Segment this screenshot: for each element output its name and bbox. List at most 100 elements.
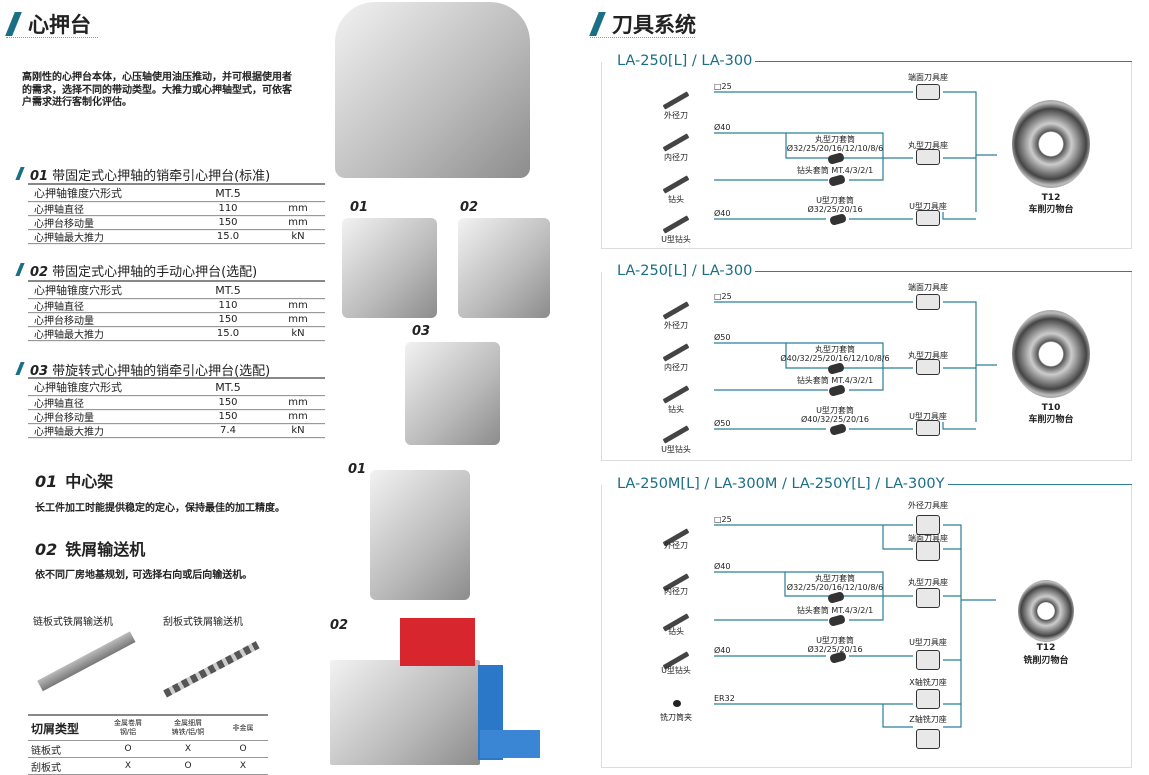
spec-value: 150: [218, 411, 238, 422]
spec-value: 150: [218, 314, 238, 325]
table-header: 非金属: [232, 724, 254, 732]
round-sleeve-label: 丸型刀套筒: [815, 574, 855, 583]
spec-unit: mm: [288, 397, 308, 408]
size-label: Ø40: [714, 646, 731, 655]
section-num: 03: [30, 364, 49, 379]
conveyor-red-part: [400, 618, 475, 666]
connector-line: [714, 342, 913, 369]
title-underline: [6, 37, 98, 38]
table-cell: O: [239, 744, 247, 754]
connector-line: [786, 342, 884, 391]
table-header: 金属细屑 铸铁/铝/铜: [171, 719, 205, 736]
tooling-title: 刀具系统: [612, 13, 696, 37]
tailstock-02-photo: [458, 218, 550, 318]
spec-value: 110: [218, 300, 238, 311]
u-drill-label: U型钻头: [661, 666, 691, 675]
panel-model-title: LA-250M[L] / LA-300M / LA-250Y[L] / LA-3…: [614, 476, 948, 492]
u-sleeve-label: U型刀套筒: [816, 406, 854, 415]
boring-bar-label: 内径刀: [664, 363, 688, 372]
tool-holder-icon: [916, 149, 940, 165]
spec-label: 心押轴直径: [34, 205, 84, 216]
spec-label: 心押轴直径: [34, 399, 84, 410]
round-sleeve-sizes: Ø32/25/20/16/12/10/8/6: [786, 144, 884, 153]
milling-collet-label: 铣刀筒夹: [660, 713, 692, 722]
holder-label: U型刀具座: [909, 638, 947, 647]
title-accent: [589, 12, 606, 36]
turret-type: 车削刃物台: [1028, 205, 1074, 215]
holder-label: 丸型刀具座: [908, 141, 948, 150]
u-drill-label: U型钻头: [661, 235, 691, 244]
holder-label: 丸型刀具座: [908, 351, 948, 360]
spec-label: 心押轴锥度穴形式: [34, 381, 122, 394]
table-row: 刮板式 X O X: [28, 758, 268, 775]
round-sleeve-sizes: Ø40/32/25/20/16/12/10/8/6: [780, 354, 890, 363]
size-label: Ø40: [714, 123, 731, 132]
conveyor-blue-base: [480, 730, 540, 758]
size-label: Ø40: [714, 562, 731, 571]
section-title: 带固定式心押轴的手动心押台(选配): [52, 265, 258, 280]
tool-holder-icon: [916, 588, 940, 608]
title-underline: [590, 37, 695, 38]
table-header: 金属卷屑 钢/铝: [114, 719, 142, 736]
spec-unit: mm: [288, 411, 308, 422]
size-label: ER32: [714, 694, 735, 703]
photo-label: 02: [460, 200, 479, 215]
spec-label: 心押轴最大推力: [34, 330, 104, 341]
spec-value: 7.4: [220, 425, 236, 436]
turning-tool-label: 外径刀: [664, 321, 688, 330]
turning-tool-label: 外径刀: [664, 541, 688, 550]
tool-holder-icon: [916, 359, 940, 375]
turning-tool-label: 外径刀: [664, 111, 688, 120]
panel-title-rule: [754, 61, 1132, 62]
u-sleeve-label: U型刀套筒: [816, 196, 854, 205]
spec-unit: kN: [291, 328, 305, 339]
tooling-panel-3: LA-250M[L] / LA-300M / LA-250Y[L] / LA-3…: [601, 476, 1132, 768]
photo-label: 03: [412, 324, 431, 339]
photo-label: 01: [348, 462, 367, 477]
tool-holder-icon: [916, 210, 940, 226]
table-cell: X: [239, 761, 247, 771]
section-title: 铁屑输送机: [65, 540, 146, 559]
drill-sleeve-label: 钻头套筒 MT.4/3/2/1: [796, 166, 874, 175]
spec-label: 心押台移动量: [34, 219, 94, 230]
connector-lines: [714, 524, 996, 728]
u-sleeve-label: U型刀套筒: [816, 636, 854, 645]
drill-label: 钻头: [668, 405, 684, 414]
boring-bar-label: 内径刀: [664, 587, 688, 596]
spec-unit: kN: [291, 425, 305, 436]
holder-label: U型刀具座: [909, 412, 947, 421]
drill-sleeve-label: 钻头套筒 MT.4/3/2/1: [796, 606, 874, 615]
section-accent: [15, 263, 25, 276]
conveyor-type-label: 刮板式铁屑输送机: [163, 617, 243, 628]
table-cell: 刮板式: [31, 762, 61, 774]
holder-label: 端面刀具座: [908, 283, 948, 292]
steady-rest-desc: 长工件加工时能提供稳定的定心，保持最佳的加工精度。: [35, 503, 285, 514]
u-sleeve-sizes: Ø32/25/20/16: [807, 205, 863, 214]
holder-label: U型刀具座: [909, 202, 947, 211]
conveyor-desc: 依不同厂房地基规划, 可选择右向或后向输送机。: [35, 570, 253, 581]
round-sleeve-sizes: Ø32/25/20/16/12/10/8/6: [786, 583, 884, 592]
spec-value: 15.0: [216, 328, 240, 339]
table-header: 切屑类型: [31, 721, 80, 736]
tool-holder-icon: [916, 84, 940, 100]
section-accent: [15, 362, 25, 375]
spec-unit: mm: [288, 217, 308, 228]
section-title: 中心架: [65, 472, 114, 491]
collet-icon: [673, 700, 681, 707]
spec-label: 心押轴锥度穴形式: [34, 187, 122, 200]
title-accent: [5, 12, 22, 36]
round-sleeve-label: 丸型刀套筒: [815, 345, 855, 354]
connector-line: [786, 132, 884, 181]
